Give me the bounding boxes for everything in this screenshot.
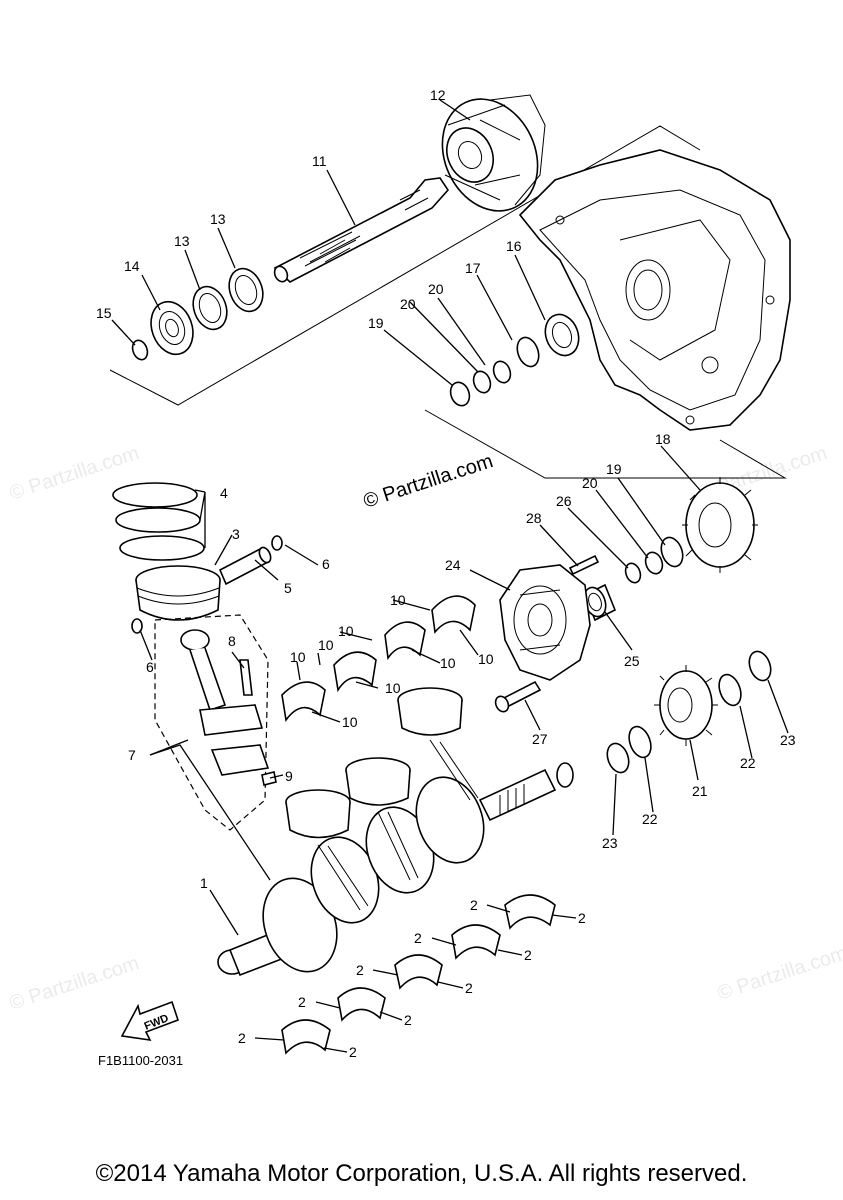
conrod-group-frame — [154, 614, 269, 831]
callout-17: 17 — [465, 260, 481, 276]
shim-part-26 — [624, 562, 642, 584]
drive-shaft-part-11 — [273, 177, 450, 283]
callout-10b: 10 — [478, 651, 494, 667]
callout-2a: 2 — [470, 897, 478, 913]
callout-2j: 2 — [349, 1044, 357, 1060]
callout-28: 28 — [526, 510, 542, 526]
callout-13b: 13 — [174, 233, 190, 249]
bearing-part-14 — [150, 300, 194, 356]
callout-20a: 20 — [428, 281, 444, 297]
watermark-center: © Partzilla.com — [361, 450, 496, 513]
callout-6a: 6 — [322, 556, 330, 572]
callout-8: 8 — [228, 633, 236, 649]
callout-19a: 19 — [368, 315, 384, 331]
circlip-part-19a — [449, 381, 471, 407]
shim-part-20c — [644, 551, 664, 575]
seal-part-13b — [192, 285, 228, 331]
callout-15: 15 — [96, 305, 112, 321]
callout-20b: 20 — [400, 296, 416, 312]
circlip-part-6a — [271, 535, 283, 551]
callout-22b: 22 — [642, 811, 658, 827]
callout-18: 18 — [655, 431, 671, 447]
bearing-part-16 — [544, 313, 580, 357]
piston-rings-part-4 — [112, 482, 205, 561]
callout-10e: 10 — [318, 637, 334, 653]
conrod-part-7 — [180, 629, 270, 776]
bearing-shells-part-10 — [281, 595, 476, 723]
callout-2c: 2 — [414, 930, 422, 946]
callout-10a: 10 — [390, 592, 406, 608]
pin-part-28 — [568, 554, 600, 576]
watermark-left-lower: © Partzilla.com — [7, 952, 142, 1015]
gear-part-18 — [682, 477, 758, 573]
callout-2b: 2 — [578, 910, 586, 926]
callout-13a: 13 — [210, 211, 226, 227]
circlip-part-15 — [131, 339, 149, 361]
callout-2d: 2 — [524, 947, 532, 963]
callout-10c: 10 — [440, 655, 456, 671]
callout-23a: 23 — [780, 732, 796, 748]
crankshaft-part-1 — [217, 762, 574, 977]
callout-20c: 20 — [582, 475, 598, 491]
callout-11: 11 — [312, 153, 327, 169]
callout-9: 9 — [285, 768, 293, 784]
callout-26: 26 — [556, 493, 572, 509]
shim-part-20b — [472, 370, 492, 394]
callout-2h: 2 — [404, 1012, 412, 1028]
gear-part-21 — [654, 665, 718, 746]
bearing-group-frame — [424, 409, 787, 479]
callout-6b: 6 — [146, 659, 154, 675]
piston-part-3 — [135, 565, 221, 621]
callout-10h: 10 — [342, 714, 358, 730]
callout-21: 21 — [692, 783, 708, 799]
shim-part-22a — [718, 673, 742, 707]
callout-12: 12 — [430, 87, 446, 103]
callout-27: 27 — [532, 731, 548, 747]
callout-4: 4 — [220, 485, 228, 501]
circlip-part-19b — [660, 536, 684, 568]
bearing-housing-part-24 — [499, 564, 591, 681]
bolt-part-27 — [494, 680, 542, 713]
callout-10f: 10 — [385, 680, 401, 696]
callout-23b: 23 — [602, 835, 618, 851]
shim-part-20a — [492, 360, 512, 384]
circlip-part-6b — [131, 618, 143, 634]
pistons-assembled — [285, 687, 479, 911]
diagram-code: F1B1100-2031 — [98, 1053, 183, 1068]
callout-14: 14 — [124, 258, 140, 274]
circlip-part-23b — [606, 742, 630, 774]
piston-pin-part-5 — [218, 546, 272, 586]
callout-24: 24 — [445, 557, 461, 573]
callout-2f: 2 — [465, 980, 473, 996]
callout-22a: 22 — [740, 755, 756, 771]
callout-7: 7 — [128, 747, 136, 763]
main-bearings-part-2 — [281, 894, 556, 1055]
callout-19b: 19 — [606, 461, 622, 477]
impeller-part-12 — [441, 94, 546, 212]
watermark-right-lower: © Partzilla.com — [715, 942, 843, 1005]
crankcase-cover — [518, 149, 791, 431]
seal-part-13a — [228, 267, 264, 313]
leader-lines — [111, 99, 789, 1053]
callout-16: 16 — [506, 238, 522, 254]
callout-2g: 2 — [298, 994, 306, 1010]
fwd-arrow-icon: FWD — [120, 1000, 180, 1042]
callout-labels: 12 11 13 13 14 15 16 17 20 20 19 18 19 2… — [96, 87, 796, 1060]
callout-1: 1 — [200, 875, 208, 891]
circlip-part-23a — [748, 650, 772, 682]
shaft-group-frame — [109, 125, 701, 406]
callout-2e: 2 — [356, 962, 364, 978]
bolt-part-8 — [239, 659, 253, 696]
callout-3: 3 — [232, 526, 240, 542]
callout-25: 25 — [624, 653, 640, 669]
shim-part-22b — [628, 725, 652, 759]
nut-part-9 — [261, 771, 277, 786]
circlip-part-17 — [516, 336, 540, 368]
callout-10d: 10 — [338, 623, 354, 639]
copyright-notice: ©2014 Yamaha Motor Corporation, U.S.A. A… — [95, 1160, 748, 1187]
callout-2i: 2 — [238, 1030, 246, 1046]
callout-10g: 10 — [290, 649, 306, 665]
callout-5: 5 — [284, 580, 292, 596]
